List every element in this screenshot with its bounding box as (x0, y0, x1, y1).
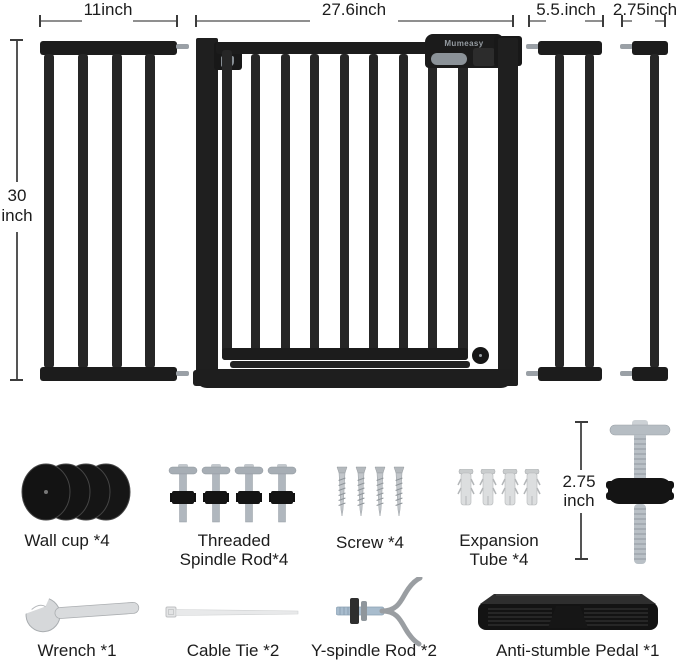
gate-bar (399, 54, 408, 354)
dimension-label: 2.75 inch (548, 472, 610, 510)
dimension-label: 30 inch (0, 186, 39, 226)
expansion-tube-icon (457, 469, 541, 506)
spindle-dim-value: 2.75 (562, 472, 596, 491)
panel-top-rail (632, 41, 668, 55)
dimension-line (585, 20, 602, 22)
door-hinge (472, 347, 489, 364)
cable-tie-icon (165, 606, 299, 618)
dimension-label: 2.75inch (612, 0, 678, 19)
screw-label: Screw *4 (335, 533, 405, 552)
dimension-line (580, 513, 582, 558)
gate-bar (369, 54, 378, 354)
height-unit: inch (1, 206, 33, 225)
mounting-pin (620, 371, 633, 376)
gate-bar (78, 54, 88, 368)
gate-handle: Mumeasy (425, 34, 503, 68)
threaded-spindle-rod-icon (168, 464, 297, 523)
screw-icon (336, 466, 405, 517)
dimension-tick (664, 15, 666, 27)
mounting-pin (620, 44, 633, 49)
gate-bar (555, 54, 564, 368)
gate-bar (340, 54, 349, 354)
wrench-label: Wrench *1 (37, 641, 117, 660)
dimension-tick (512, 15, 514, 27)
gate-bar (650, 54, 659, 368)
handle-lock-face (473, 48, 495, 66)
gate-bar (112, 54, 122, 368)
dimension-line (16, 232, 18, 379)
gate-bar (44, 54, 54, 368)
gate-bar (310, 54, 319, 354)
hinge-pin-dot (479, 354, 482, 357)
dimension-tick (602, 15, 604, 27)
panel-top-rail (538, 41, 602, 55)
door-lower-bar (230, 361, 470, 368)
gate-bar (428, 54, 437, 354)
dimension-label: 27.6inch (321, 0, 387, 19)
dimension-line (398, 20, 512, 22)
mounting-pin (176, 371, 189, 376)
dimension-line (41, 20, 82, 22)
dimension-label: 11inch (83, 0, 133, 19)
gate-bottom-beam (195, 369, 513, 388)
label-line-2: Spindle Rod*4 (179, 550, 289, 569)
gate-bar (145, 54, 155, 368)
spindle-dim-unit: inch (563, 491, 595, 510)
dimension-tick (10, 39, 23, 41)
handle-latch (431, 53, 467, 65)
dimension-line (655, 20, 664, 22)
panel-bottom-rail (538, 367, 602, 381)
dimension-line (133, 20, 177, 22)
dimension-tick (176, 15, 178, 27)
dimension-line (623, 20, 632, 22)
panel-top-rail (40, 41, 177, 55)
wall-cup-icon (21, 463, 131, 521)
height-value: 30 (7, 186, 27, 205)
dimension-line (16, 41, 18, 182)
y-spindle-rod-label: Y-spindle Rod *2 (310, 641, 437, 660)
label-line-1: Threaded (197, 531, 271, 550)
panel-bottom-rail (40, 367, 177, 381)
gate-bar (281, 54, 290, 354)
anti-stumble-pedal-icon (478, 594, 658, 630)
label-line-2: Tube *4 (469, 550, 529, 569)
gate-bar (251, 54, 260, 354)
dimension-tick (621, 15, 623, 27)
door-bottom-rail (222, 348, 468, 360)
gate-right-post (498, 38, 518, 386)
brand-logo: Mumeasy (444, 39, 484, 48)
large-spindle-rod-icon (606, 420, 674, 564)
dimension-line (530, 20, 546, 22)
gate-bar (585, 54, 594, 368)
y-spindle-rod-icon (336, 577, 423, 647)
mounting-pin (176, 44, 189, 49)
door-right-stile (458, 54, 468, 360)
gate-left-post (196, 38, 218, 386)
dimension-tick (528, 15, 530, 27)
expansion-tube-label: Expansion Tube *4 (450, 531, 548, 569)
dimension-tick (575, 421, 588, 423)
dimension-tick (575, 558, 588, 560)
mounting-pin (526, 44, 539, 49)
dimension-line (197, 20, 310, 22)
wrench-icon (22, 591, 140, 633)
dimension-tick (10, 379, 23, 381)
door-top-rail (216, 42, 462, 54)
dimension-tick (39, 15, 41, 27)
dimension-line (580, 423, 582, 470)
threaded-spindle-rod-label: Threaded Spindle Rod*4 (160, 531, 308, 569)
anti-stumble-pedal-label: Anti-stumble Pedal *1 (496, 641, 660, 660)
door-left-stile (222, 50, 232, 360)
wall-cup-label: Wall cup *4 (24, 531, 110, 550)
label-line-1: Expansion (459, 531, 539, 550)
dimension-tick (195, 15, 197, 27)
dimension-label: 5.5.inch (536, 0, 596, 19)
panel-bottom-rail (632, 367, 668, 381)
cable-tie-label: Cable Tie *2 (186, 641, 280, 660)
mounting-pin (526, 371, 539, 376)
